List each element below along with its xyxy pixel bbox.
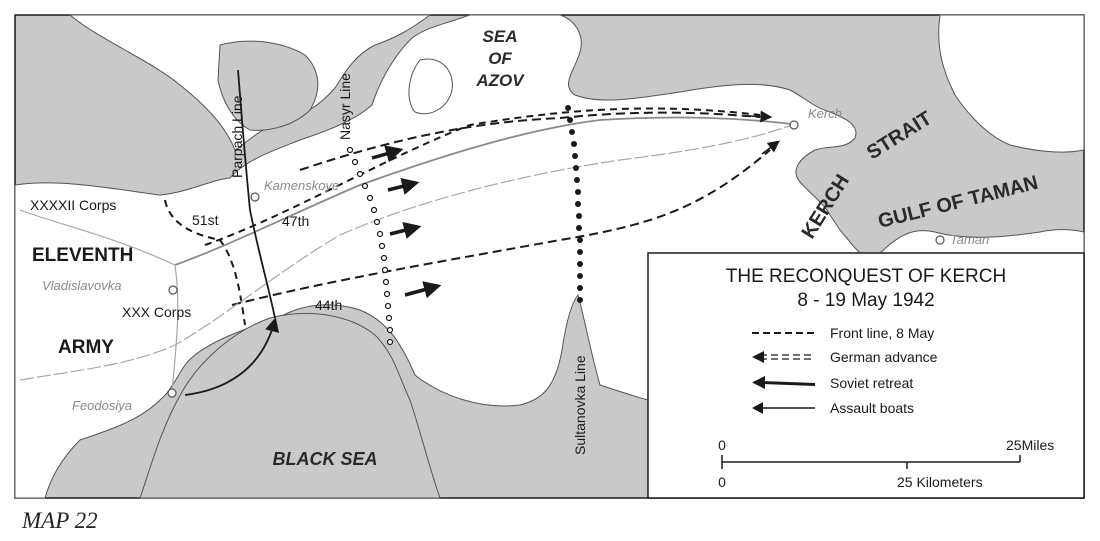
legend-title: THE RECONQUEST OF KERCH bbox=[726, 266, 1006, 287]
legend-item-front-line: Front line, 8 May bbox=[830, 325, 934, 341]
nasyr-line-label: Nasyr Line bbox=[337, 73, 353, 140]
railway-south bbox=[19, 124, 793, 381]
kerch-marker bbox=[789, 120, 799, 130]
legend-item-german-advance: German advance bbox=[830, 349, 938, 365]
advance-arrows bbox=[371, 145, 442, 299]
feodosiya-label: Feodosiya bbox=[72, 398, 132, 413]
double-dashed-arrow-icon bbox=[752, 351, 815, 363]
arrow-to-kerch-1 bbox=[749, 110, 773, 123]
map-caption: MAP 22 bbox=[22, 508, 98, 533]
parpach-line bbox=[237, 69, 276, 319]
scale-bar bbox=[721, 455, 1021, 469]
kamenskoye-marker bbox=[250, 192, 260, 202]
black-sea-label: BLACK SEA bbox=[272, 449, 377, 469]
div-44-label: 44th bbox=[315, 297, 342, 313]
div-51-label: 51st bbox=[192, 212, 219, 228]
sultanovka-line bbox=[565, 105, 583, 303]
taman-peninsula bbox=[938, 14, 1085, 153]
army-label: ARMY bbox=[58, 337, 114, 358]
legend-box bbox=[647, 252, 1085, 499]
xxxxii-corps-label: XXXXII Corps bbox=[30, 197, 116, 213]
inner-bay bbox=[217, 40, 319, 131]
legend-item-soviet-retreat: Soviet retreat bbox=[830, 375, 913, 391]
xxx-corps-label: XXX Corps bbox=[122, 304, 191, 320]
assault-boat-arrow bbox=[184, 317, 280, 396]
front-line-south bbox=[231, 149, 771, 306]
sea-azov-label-3: AZOV bbox=[475, 71, 525, 90]
sea-azov-label-1: SEA bbox=[483, 27, 518, 46]
vladislavovka-label: Vladislavovka bbox=[42, 278, 122, 293]
taman-label: Taman bbox=[950, 232, 989, 247]
kerch-label: Kerch bbox=[808, 106, 842, 121]
azov-island bbox=[408, 58, 453, 115]
legend-subtitle: 8 - 19 May 1942 bbox=[797, 290, 934, 311]
thin-arrow-icon bbox=[752, 402, 815, 414]
scale-km-zero: 0 bbox=[718, 474, 726, 490]
feodosiya-marker bbox=[167, 388, 177, 398]
scale-miles-zero: 0 bbox=[718, 437, 726, 453]
scale-miles-end: 25Miles bbox=[1006, 437, 1054, 453]
front-line-arc bbox=[204, 107, 761, 246]
tapered-arrow-icon bbox=[752, 376, 815, 389]
feodosiya-bay bbox=[139, 313, 441, 499]
nasyr-line bbox=[346, 146, 394, 346]
eleventh-label: ELEVENTH bbox=[32, 245, 133, 266]
sea-azov-label-2: OF bbox=[488, 49, 512, 68]
railway-west bbox=[19, 209, 179, 393]
legend-item-assault-boats: Assault boats bbox=[830, 400, 914, 416]
kamenskoye-label: Kamenskoye bbox=[264, 178, 339, 193]
kerch-peninsula bbox=[14, 14, 872, 499]
arrow-to-kerch-2 bbox=[761, 140, 780, 155]
sultanovka-line-label: Sultanovka Line bbox=[572, 355, 588, 455]
town-markers bbox=[167, 120, 945, 398]
railway-north bbox=[174, 116, 793, 266]
parpach-line-label: Parpach Line bbox=[229, 95, 245, 178]
vladislavovka-marker bbox=[168, 285, 178, 295]
legend: THE RECONQUEST OF KERCH 8 - 19 May 1942 … bbox=[647, 252, 1085, 499]
taman-marker bbox=[935, 235, 945, 245]
div-47-label: 47th bbox=[282, 213, 309, 229]
scale-km-label: 25 Kilometers bbox=[897, 474, 983, 490]
